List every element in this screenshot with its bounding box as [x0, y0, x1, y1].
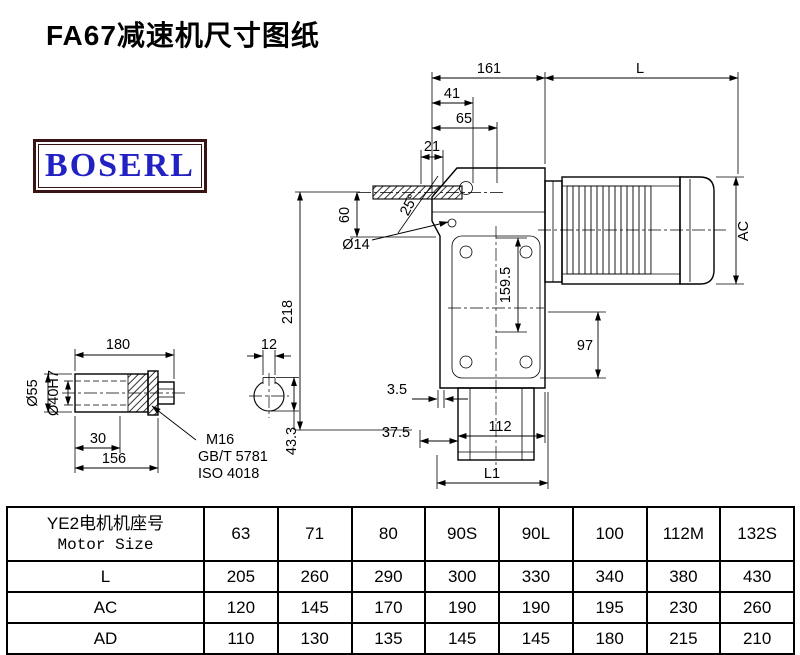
value-cell: 330	[498, 560, 574, 593]
boserl-logo-text: BOSERL	[45, 147, 195, 184]
size-cell: 100	[571, 506, 648, 562]
row-label-cell: L	[6, 560, 205, 593]
value-cell: 205	[203, 560, 279, 593]
value-cell: 180	[571, 622, 648, 655]
dim-65: 65	[456, 111, 472, 127]
value-cell: 340	[571, 560, 648, 593]
dim-12: 12	[261, 337, 277, 353]
row-label-cell: AC	[6, 591, 205, 624]
dim-37-5: 37.5	[382, 425, 410, 441]
dim-161: 161	[477, 61, 501, 77]
flange-bolt-hole	[519, 245, 533, 259]
dim-156: 156	[102, 451, 126, 467]
row-label-cell: AD	[6, 622, 205, 655]
flange-bolt-hole	[459, 355, 473, 369]
value-cell: 145	[498, 622, 574, 655]
gearbox-housing	[431, 167, 546, 389]
motor-adapter-flange	[544, 180, 563, 283]
dim-3-5: 3.5	[387, 382, 407, 398]
size-cell: 132S	[719, 506, 795, 562]
dim-218: 218	[280, 300, 296, 324]
dim-L1: L1	[484, 466, 500, 482]
size-cell: 63	[203, 506, 279, 562]
value-cell: 260	[719, 591, 795, 624]
value-cell: 170	[350, 591, 427, 624]
dim-112: 112	[488, 419, 511, 435]
dim-180: 180	[106, 337, 130, 353]
standard-iso: ISO 4018	[198, 466, 259, 482]
value-cell: 145	[276, 591, 353, 624]
value-cell: 210	[719, 622, 795, 655]
flange-bolt-hole	[459, 245, 473, 259]
value-cell: 130	[276, 622, 353, 655]
value-cell: 380	[645, 560, 722, 593]
value-cell: 260	[276, 560, 353, 593]
value-cell: 290	[350, 560, 427, 593]
dim-41: 41	[444, 86, 460, 102]
motor-cooling-fins	[566, 185, 652, 275]
technical-drawing: 161 L 41 65 21 60 Ø14 25° 218 159.5 97 A…	[25, 61, 752, 489]
dim-L: L	[636, 61, 644, 77]
dim-AC: AC	[736, 221, 752, 241]
table-row-AD: AD 110 130 135 145 145 180 215 210	[6, 622, 795, 655]
size-cell: 80	[350, 506, 427, 562]
motor-header-en: Motor Size	[57, 535, 154, 554]
table-row-AC: AC 120 145 170 190 190 195 230 260	[6, 591, 795, 624]
dim-159-5: 159.5	[498, 267, 514, 303]
dim-43-3: 43.3	[284, 427, 300, 455]
value-cell: 215	[645, 622, 722, 655]
table-row-L: L 205 260 290 300 330 340 380 430	[6, 560, 795, 593]
value-cell: 135	[350, 622, 427, 655]
dim-dia55: Ø55	[25, 379, 41, 406]
table-header-row: YE2电机机座号 Motor Size 63 71 80 90S 90L 100…	[6, 506, 795, 562]
boserl-logo: BOSERL	[33, 139, 207, 193]
value-cell: 195	[571, 591, 648, 624]
standard-gb: GB/T 5781	[198, 449, 268, 465]
dim-97: 97	[577, 338, 593, 354]
value-cell: 120	[203, 591, 279, 624]
dim-dia40h7: Ø40H7	[46, 370, 62, 416]
size-cell: 71	[276, 506, 353, 562]
dim-dia14: Ø14	[342, 237, 369, 253]
value-cell: 190	[498, 591, 574, 624]
value-cell: 430	[719, 560, 795, 593]
size-cell: 90L	[498, 506, 574, 562]
dim-60: 60	[337, 207, 353, 223]
value-cell: 190	[424, 591, 500, 624]
mounting-hole	[447, 218, 457, 228]
end-bolt-head	[157, 381, 175, 405]
main-view-dimensions: 161 L 41 65 21 60 Ø14 25° 218 159.5 97 A…	[280, 61, 752, 489]
shaft-detail-view: 180 Ø55 Ø40H7 30 156 M16 GB/T 5781 ISO 4…	[25, 337, 300, 482]
value-cell: 145	[424, 622, 500, 655]
end-washer	[147, 370, 159, 416]
size-cell: 90S	[424, 506, 500, 562]
motor-header-cn: YE2电机机座号	[46, 514, 165, 534]
dim-30: 30	[90, 431, 106, 447]
motor-fan-cowl	[679, 176, 715, 285]
bottom-block	[457, 387, 535, 461]
value-cell: 300	[424, 560, 500, 593]
page-title: FA67减速机尺寸图纸	[46, 20, 320, 51]
value-cell: 110	[203, 622, 279, 655]
dim-21: 21	[424, 139, 440, 155]
output-flange	[451, 235, 541, 379]
main-view	[358, 167, 726, 472]
motor-dimension-table: YE2电机机座号 Motor Size 63 71 80 90S 90L 100…	[6, 506, 795, 655]
size-cell: 112M	[645, 506, 722, 562]
value-cell: 230	[645, 591, 722, 624]
input-shaft	[372, 185, 463, 200]
motor-size-header-cell: YE2电机机座号 Motor Size	[6, 506, 205, 562]
thread-callout-m16: M16	[206, 432, 234, 448]
flange-bolt-hole	[519, 355, 533, 369]
